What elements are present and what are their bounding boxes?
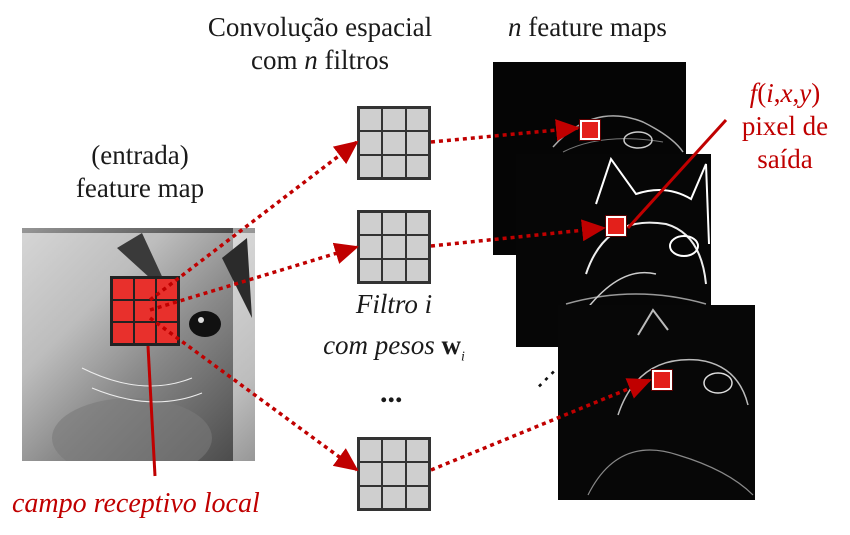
output-pixel-1 bbox=[579, 119, 601, 141]
cat-sketch bbox=[52, 233, 252, 461]
output-function-label: f(i,x,y) bbox=[749, 78, 821, 108]
input-label-line2: feature map bbox=[75, 173, 205, 203]
output-pixel-2 bbox=[605, 215, 627, 237]
right-title: n feature maps bbox=[508, 12, 667, 42]
arrow-filter-3-to-pixel bbox=[430, 378, 652, 472]
receptive-field-grid bbox=[110, 276, 180, 346]
input-label-line1: (entrada) bbox=[91, 140, 189, 170]
middle-title-line2: com n filtros bbox=[251, 45, 389, 75]
filter-label-line2: com pesos wi bbox=[323, 330, 465, 365]
arrow-filter-1-to-pixel bbox=[430, 119, 580, 144]
output-pixel-label: f(i,x,y) pixel de saída bbox=[722, 80, 848, 173]
filter-grid-1 bbox=[357, 106, 431, 180]
arrow-input-to-filter-1 bbox=[148, 140, 359, 302]
input-label: (entrada) feature map bbox=[50, 142, 230, 202]
receptive-field-label: campo receptivo local bbox=[12, 488, 260, 519]
arrow-input-to-filter-3 bbox=[148, 316, 359, 472]
arrow-filter-2-to-pixel bbox=[430, 219, 606, 248]
middle-title: Convolução espacial com n filtros bbox=[175, 14, 465, 74]
pointer-output-label bbox=[626, 118, 728, 230]
middle-ellipsis: ... bbox=[380, 376, 403, 409]
pointer-receptive-label bbox=[146, 345, 157, 477]
filter-grid-2 bbox=[357, 210, 431, 284]
filter-grid-3 bbox=[357, 437, 431, 511]
feature-maps-ellipsis: ⋮ bbox=[527, 359, 566, 398]
filter-label: Filtro i com pesos wi bbox=[294, 291, 494, 364]
input-cat-image bbox=[22, 228, 255, 461]
middle-title-line1: Convolução espacial bbox=[207, 12, 433, 42]
output-pixel-3 bbox=[651, 369, 673, 391]
filter-label-line1: Filtro i bbox=[355, 289, 433, 319]
feature-map-3 bbox=[558, 305, 755, 500]
output-label-line2: pixel de bbox=[741, 111, 829, 141]
output-label-line3: saída bbox=[757, 144, 813, 174]
